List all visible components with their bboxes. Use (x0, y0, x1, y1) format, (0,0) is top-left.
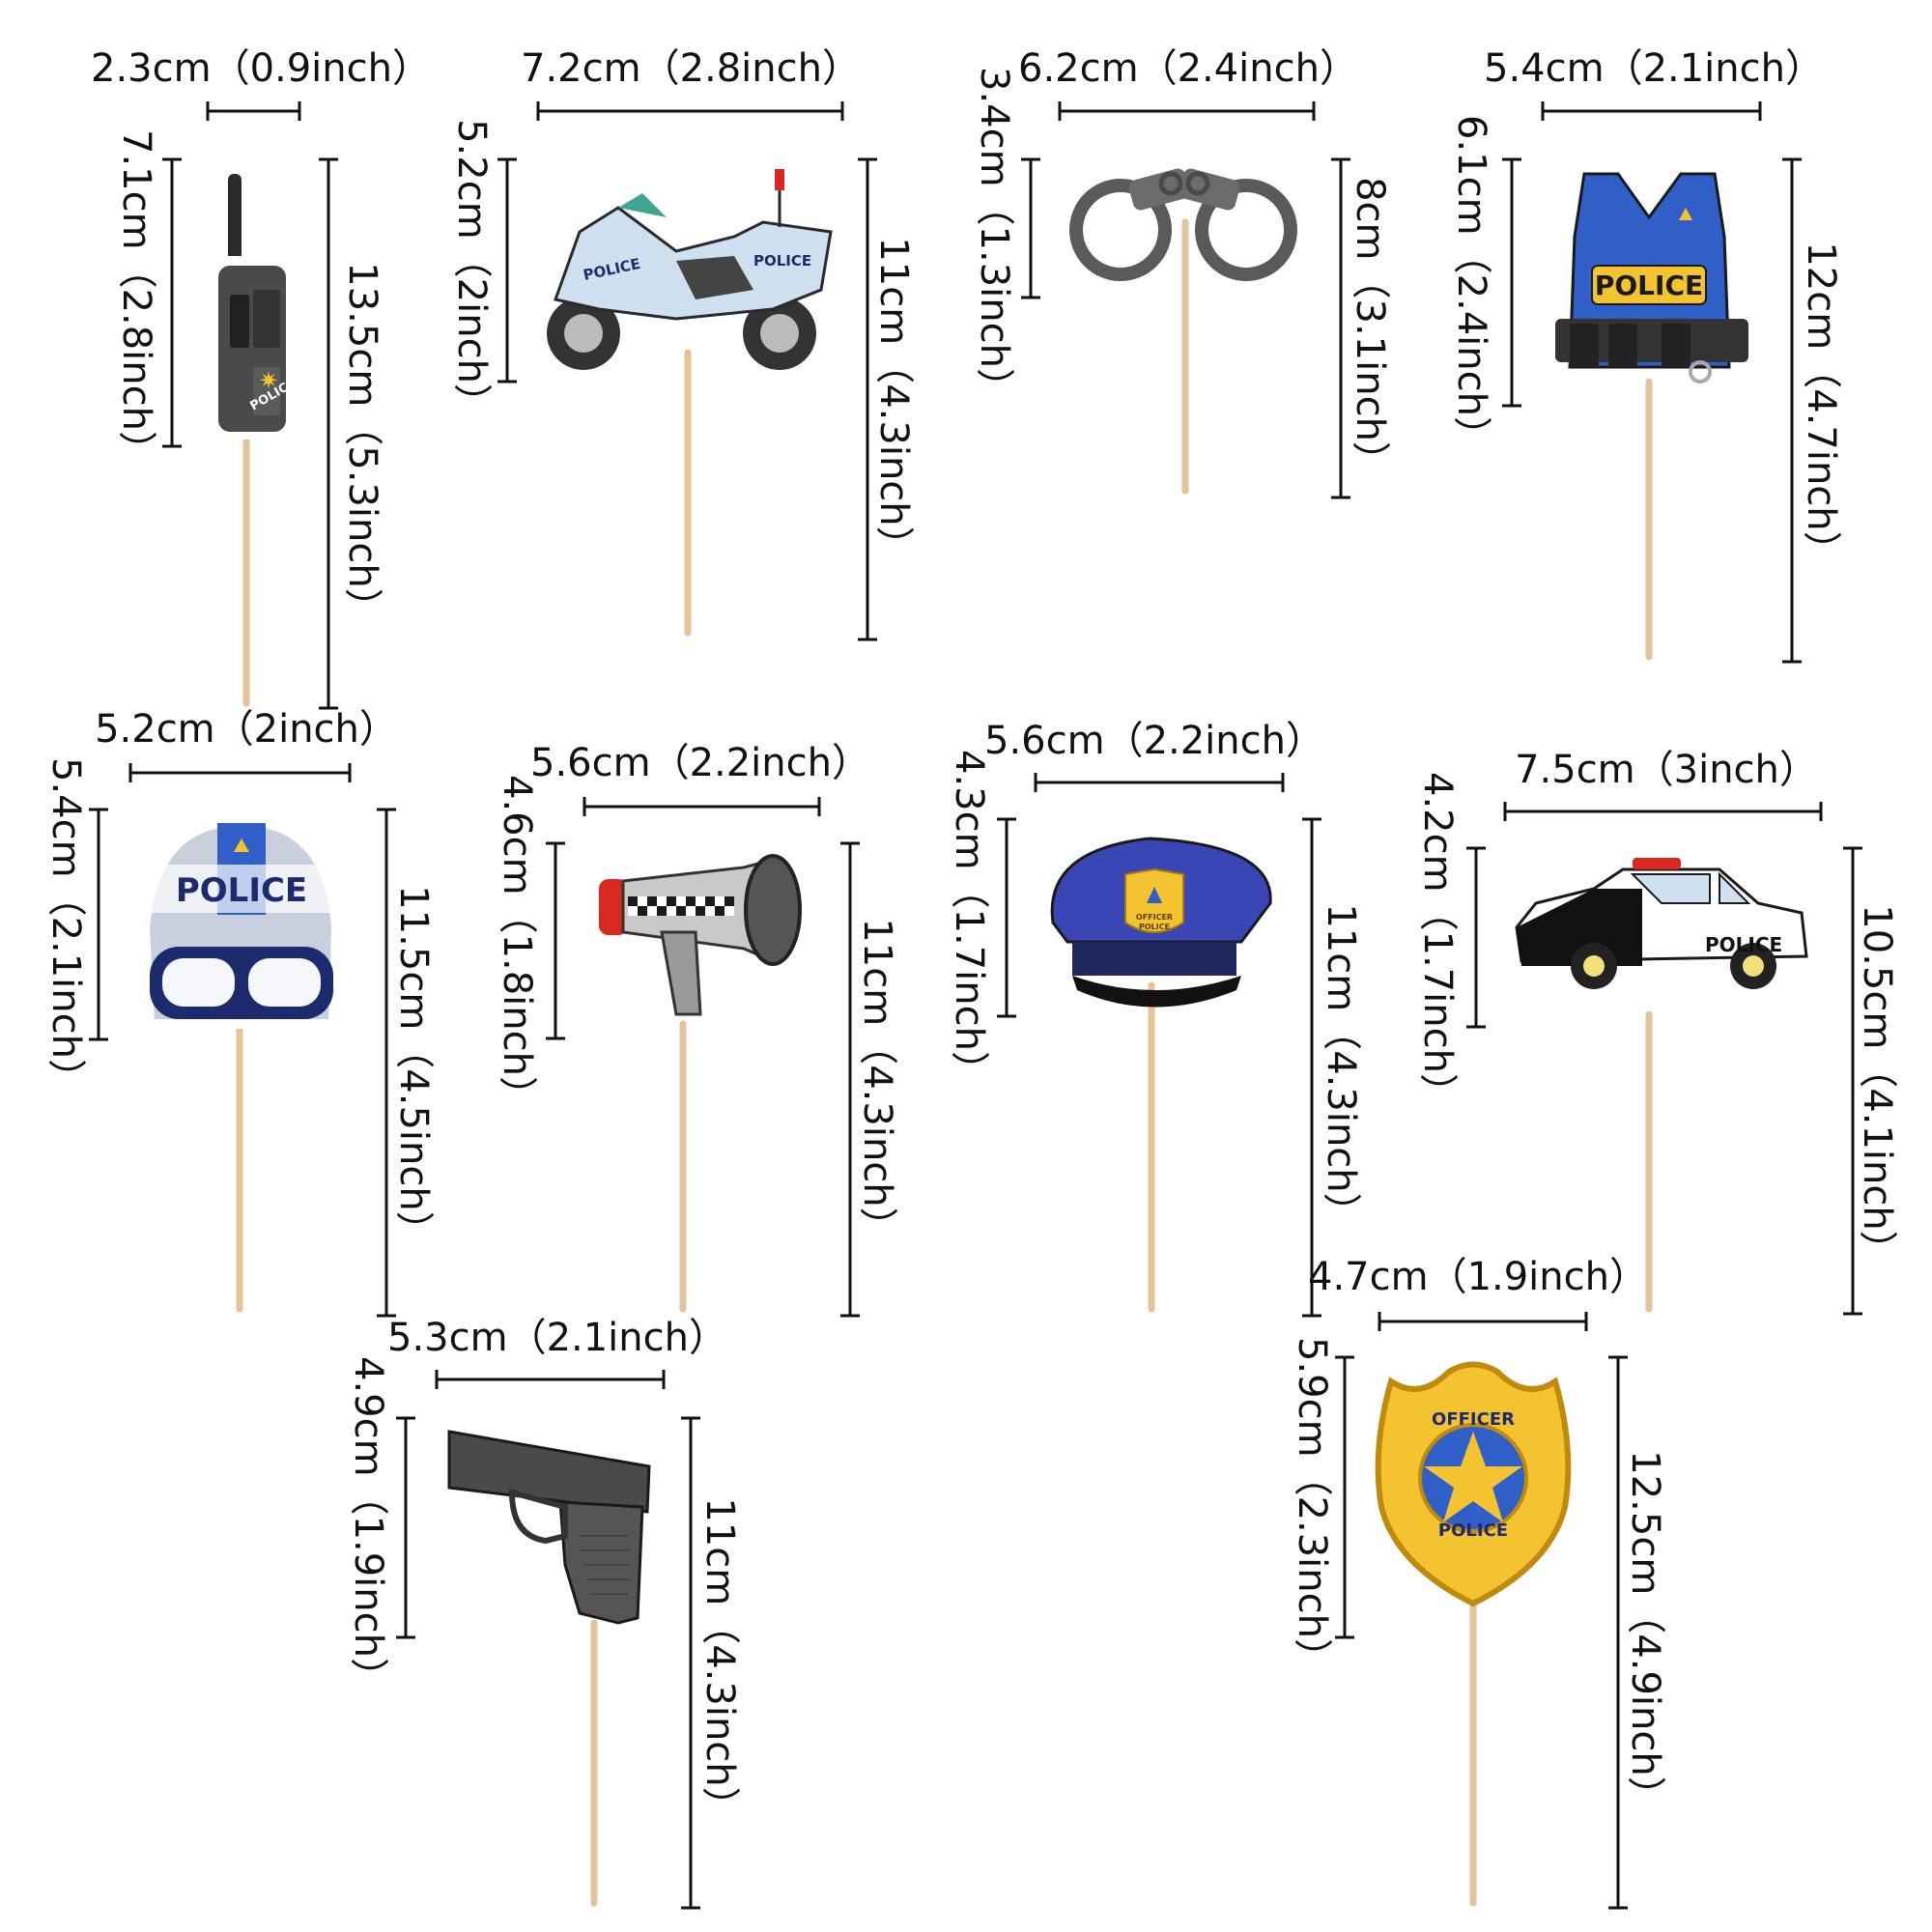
image-height-dimension-line (546, 841, 565, 1040)
police-vest-icon: POLICE (1555, 172, 1748, 384)
police-car-icon: POLICE (1515, 858, 1808, 989)
width-dimension-line (1378, 1312, 1588, 1331)
topper-police-vest: 5.4cm（2.1inch） 6.1cm（2.4inch） 12cm（4.7in… (1449, 46, 1843, 664)
total-height-label: 11cm（4.3inch） (697, 1497, 742, 1825)
topper-walkie-talkie: 2.3cm（0.9inch） 7.1cm（2.8inch） 13.5cm（5.3… (91, 46, 431, 710)
image-height-dimension-line (396, 1416, 415, 1639)
image-height-label: 4.3cm（1.7inch） (947, 750, 991, 1090)
total-height-dimension-line (681, 1416, 700, 1910)
total-height-dimension-line (319, 157, 338, 710)
image-height-dimension-line (1335, 1355, 1354, 1639)
image-height-label: 5.9cm（2.3inch） (1290, 1337, 1334, 1677)
width-dimension-line (1541, 101, 1762, 121)
image-height-dimension-line (162, 157, 182, 448)
width-dimension-line (206, 101, 301, 121)
total-height-label: 11.5cm（4.5inch） (391, 885, 436, 1249)
svg-text:POLICE: POLICE (1595, 270, 1703, 301)
image-height-label: 7.1cm（2.8inch） (114, 129, 158, 469)
helmet-icon: POLICE (139, 815, 342, 1029)
total-height-dimension-line (1843, 846, 1862, 1316)
image-height-dimension-line (89, 808, 108, 1041)
image-height-dimension-line (1466, 846, 1486, 1029)
handcuffs-icon (1069, 168, 1297, 281)
topper-police-cap: 5.6cm（2.2inch） 4.3cm（1.7inch） 11cm（4.3in… (947, 719, 1363, 1318)
svg-text:POLICE: POLICE (176, 871, 307, 910)
width-dimension-line (536, 101, 844, 121)
svg-text:POLICE: POLICE (753, 252, 811, 270)
image-height-label: 6.1cm（2.4inch） (1449, 115, 1493, 455)
total-height-dimension-line (1302, 817, 1321, 1318)
width-dimension-line (1503, 802, 1823, 821)
total-height-dimension-line (1782, 157, 1802, 664)
width-dimension-line (582, 797, 821, 816)
total-height-dimension-line (840, 841, 860, 1318)
total-height-dimension-line (1608, 1355, 1628, 1910)
width-label: 5.6cm（2.2inch） (530, 741, 870, 785)
width-label: 5.3cm（2.1inch） (387, 1316, 727, 1360)
topper-badge: 4.7cm（1.9inch） 5.9cm（2.3inch） 12.5cm（4.9… (1290, 1255, 1667, 1910)
total-height-label: 8cm（3.1inch） (1348, 177, 1392, 480)
total-height-label: 10.5cm（4.1inch） (1855, 904, 1899, 1268)
width-dimension-line (1058, 101, 1316, 121)
topper-pistol: 5.3cm（2.1inch） 4.9cm（1.9inch） 11cm（4.3in… (346, 1316, 742, 1910)
total-height-dimension-line (1331, 157, 1350, 499)
topper-motorcycle: 7.2cm（2.8inch） 5.2cm（2inch） 11cm（4.3inch… (449, 46, 916, 641)
width-label: 7.5cm（3inch） (1515, 748, 1818, 792)
image-height-label: 4.2cm（1.7inch） (1415, 772, 1460, 1112)
image-height-label: 4.6cm（1.8inch） (495, 775, 539, 1115)
width-dimension-line (435, 1370, 666, 1389)
total-height-label: 12cm（4.7inch） (1799, 242, 1843, 569)
motorcycle-icon: POLICE POLICE (547, 169, 833, 370)
svg-text:✷: ✷ (259, 367, 278, 394)
width-label: 4.7cm（1.9inch） (1308, 1255, 1648, 1299)
image-height-dimension-line (497, 157, 517, 384)
total-height-label: 11cm（4.3inch） (871, 237, 916, 564)
image-height-dimension-line (1502, 157, 1521, 408)
width-label: 2.3cm（0.9inch） (91, 46, 431, 91)
total-height-dimension-line (858, 157, 877, 641)
image-height-label: 5.4cm（2.1inch） (43, 757, 88, 1097)
image-height-label: 4.9cm（1.9inch） (346, 1356, 390, 1696)
width-label: 7.2cm（2.8inch） (521, 46, 861, 91)
svg-text:POLICE: POLICE (1705, 933, 1782, 956)
total-height-label: 11cm（4.3inch） (855, 918, 899, 1245)
total-height-label: 12.5cm（4.9inch） (1623, 1450, 1667, 1814)
topper-handcuffs: 6.2cm（2.4inch） 3.4cm（1.3inch） 8cm（3.1inc… (972, 46, 1392, 499)
total-height-label: 11cm（4.3inch） (1319, 903, 1363, 1231)
image-height-label: 5.2cm（2inch） (449, 119, 494, 422)
image-height-label: 3.4cm（1.3inch） (972, 67, 1016, 407)
width-label: 5.2cm（2inch） (95, 707, 398, 752)
width-dimension-line (128, 763, 352, 782)
image-height-dimension-line (1021, 157, 1040, 299)
topper-helmet: 5.2cm（2inch） 5.4cm（2.1inch） 11.5cm（4.5in… (43, 707, 436, 1318)
width-label: 5.4cm（2.1inch） (1484, 46, 1824, 91)
total-height-dimension-line (377, 808, 396, 1318)
width-label: 5.6cm（2.2inch） (984, 719, 1324, 763)
width-dimension-line (1034, 773, 1285, 792)
image-height-dimension-line (997, 817, 1016, 1018)
walkie-talkie-icon: POLICE ✷ (210, 174, 298, 440)
width-label: 6.2cm（2.4inch） (1018, 46, 1358, 91)
topper-police-car: 7.5cm（3inch） 4.2cm（1.7inch） 10.5cm（4.1in… (1415, 748, 1899, 1316)
pistol-icon (447, 1430, 651, 1625)
megaphone-icon (599, 854, 802, 1016)
total-height-label: 13.5cm（5.3inch） (340, 262, 384, 626)
topper-megaphone: 5.6cm（2.2inch） 4.6cm（1.8inch） 11cm（4.3in… (495, 741, 899, 1318)
